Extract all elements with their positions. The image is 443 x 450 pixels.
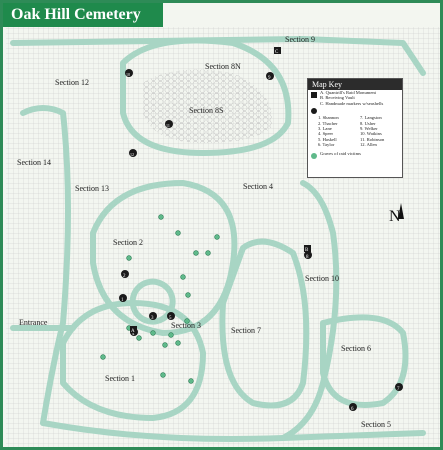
cemetery-map: Section 1 Section 2 Section 3 Section 4 … (6, 27, 440, 447)
marker-b (304, 245, 311, 252)
marker-10 (125, 69, 133, 77)
svg-text:B: B (305, 248, 309, 253)
svg-text:A: A (131, 329, 135, 334)
entrance-label: Entrance (19, 318, 48, 327)
svg-text:7: 7 (397, 387, 400, 392)
map-key-left-col: 1. Shannon 2. Thacher 3. Lane 4. Speer 5… (318, 115, 339, 148)
map-title: Oak Hill Cemetery (3, 3, 163, 27)
road-west (20, 105, 71, 426)
victim-marker (214, 234, 220, 240)
marker-8 (304, 251, 312, 259)
marker-3 (149, 312, 157, 320)
marker-6 (349, 403, 357, 411)
section-8s-area (143, 69, 272, 143)
map-key-right-col: 7. Langston 8. Usher 9. Welker 10. Watki… (360, 115, 385, 148)
svg-text:11: 11 (166, 123, 170, 128)
section-13-label: Section 13 (75, 184, 109, 193)
section-8s-label: Section 8S (189, 106, 223, 115)
victim-marker (158, 214, 164, 220)
marker-1 (119, 294, 127, 302)
map-key-letter-b: B. Receiving Vault (320, 95, 355, 101)
victim-marker (193, 250, 199, 256)
section-12-label: Section 12 (55, 78, 89, 87)
marker-11 (165, 120, 173, 128)
marker-5 (167, 312, 175, 320)
map-key-letter-c: C. Handmade markers w/seashells (320, 100, 384, 106)
svg-text:12: 12 (130, 152, 134, 157)
svg-text:8: 8 (306, 255, 309, 260)
north-arrow-icon (398, 203, 404, 219)
victim-marker (168, 332, 174, 338)
section-9-label: Section 9 (285, 35, 315, 44)
map-key-heading: Map Key (308, 79, 402, 90)
svg-text:9: 9 (268, 76, 271, 81)
map-key-numbered-list: 1. Shannon 2. Thacher 3. Lane 4. Speer 5… (308, 115, 402, 147)
section-4-label: Section 4 (243, 182, 273, 191)
road-south (40, 420, 426, 442)
map-key-raid-victims: Graves of raid victims (308, 151, 402, 159)
grave-markers: 1 2 3 4 5 6 7 8 9 10 11 12 A B (119, 47, 403, 412)
victim-marker (162, 342, 168, 348)
victim-marker (184, 318, 190, 324)
section-8n-label: Section 8N (205, 62, 241, 71)
marker-9 (266, 72, 274, 80)
victim-marker (185, 292, 191, 298)
circle-icon (311, 108, 317, 115)
svg-text:C: C (275, 50, 279, 55)
section-6-label: Section 6 (341, 344, 371, 353)
square-icon (311, 92, 317, 98)
section-5-label: Section 5 (361, 420, 391, 429)
victim-marker (150, 330, 156, 336)
victim-marker (205, 250, 211, 256)
victim-marker (175, 340, 181, 346)
victim-marker (100, 354, 106, 360)
svg-text:1: 1 (121, 298, 124, 303)
roads (10, 36, 426, 442)
section-7-label: Section 7 (231, 326, 261, 335)
marker-7 (395, 383, 403, 391)
map-key: Map Key A. Quantrill's Raid Monument B. … (307, 78, 403, 178)
road-center-loop (90, 180, 238, 336)
section-14-label: Section 14 (17, 158, 51, 167)
road-section7-loop (219, 238, 310, 409)
svg-text:5: 5 (169, 316, 172, 321)
marker-c (274, 47, 281, 54)
north-label: N (389, 208, 401, 225)
road-section1-loop (60, 300, 206, 421)
section-10-label: Section 10 (305, 274, 339, 283)
green-dot-icon (311, 152, 317, 159)
map-key-letter-a: A. Quantrill's Raid Monument (308, 90, 402, 98)
marker-2 (121, 270, 129, 278)
victim-marker (180, 274, 186, 280)
victim-marker (126, 255, 132, 261)
road-section6-loop (320, 314, 409, 408)
section-labels: Section 1 Section 2 Section 3 Section 4 … (17, 35, 391, 429)
road-east (280, 180, 340, 441)
section-2-label: Section 2 (113, 238, 143, 247)
svg-text:3: 3 (151, 316, 154, 321)
road-north (10, 36, 426, 76)
road-section8-loop (120, 37, 292, 156)
svg-text:6: 6 (351, 407, 354, 412)
victim-marker (175, 230, 181, 236)
victim-marker (136, 335, 142, 341)
victim-marker (188, 378, 194, 384)
marker-12 (129, 149, 137, 157)
victim-marker (160, 372, 166, 378)
svg-text:4: 4 (132, 332, 135, 337)
marker-a (130, 326, 137, 333)
section-3-label: Section 3 (171, 321, 201, 330)
section-1-label: Section 1 (105, 374, 135, 383)
svg-text:2: 2 (123, 274, 126, 279)
map-key-numbered-header (308, 106, 402, 115)
svg-text:10: 10 (126, 72, 130, 77)
raid-victim-markers (100, 214, 220, 384)
